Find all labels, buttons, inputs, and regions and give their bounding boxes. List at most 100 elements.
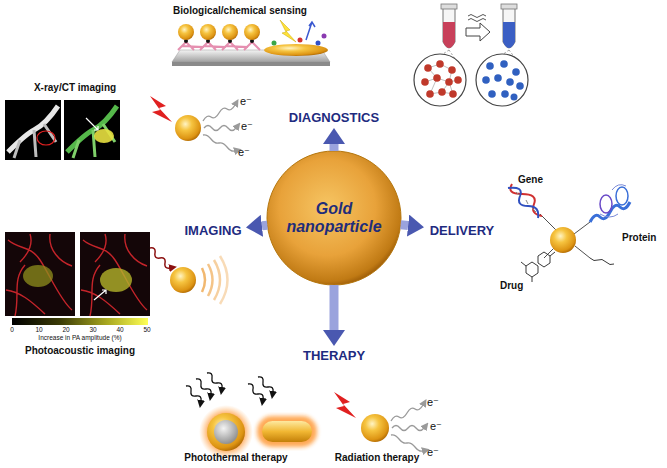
ct-panel <box>64 100 120 160</box>
dna-rungs <box>516 192 536 212</box>
blue-particle <box>501 90 509 98</box>
analyte-dot <box>316 41 321 46</box>
pointer-arrow <box>86 118 98 130</box>
cargo-label: Drug <box>500 280 530 291</box>
ct-images <box>5 96 236 160</box>
gold-sphere <box>178 24 194 40</box>
node-text: DIAGNOSTICS <box>289 111 379 125</box>
tube-cap <box>501 4 517 9</box>
blue-particle <box>488 90 496 98</box>
red-particle <box>448 66 456 74</box>
electron-wave <box>391 405 423 421</box>
red-particle <box>438 88 446 96</box>
gold-nanorod <box>262 421 312 442</box>
hollow-arrow <box>466 23 490 41</box>
xray-bolt <box>150 96 172 122</box>
red-particle <box>421 78 429 86</box>
connector-arrow <box>262 221 267 231</box>
node-text: IMAGING <box>184 224 241 238</box>
analyte-dot <box>322 34 327 39</box>
blood-vessels <box>81 234 147 316</box>
linker-chain <box>590 258 614 265</box>
electron-label: e⁻ <box>240 95 256 107</box>
drug-bonds <box>521 252 555 282</box>
heat-glow <box>257 416 317 447</box>
electron-wave <box>392 426 424 431</box>
gold-sphere <box>222 24 238 40</box>
protein-loop <box>600 185 626 217</box>
test-tube <box>503 8 515 48</box>
pa-panel <box>5 232 75 316</box>
scale-tick: 20 <box>58 326 74 333</box>
gold-sphere <box>170 267 196 293</box>
photothermal-illustration <box>186 373 317 459</box>
scale-tick: 50 <box>139 326 155 333</box>
dna-strand <box>508 188 538 218</box>
tube-liquid <box>503 22 515 48</box>
zoom-circle <box>414 54 466 106</box>
category-label: DELIVERY <box>424 221 500 241</box>
gold-sphere <box>361 414 389 442</box>
aggregated-particles <box>421 60 462 98</box>
analyte-dot <box>272 41 277 46</box>
test-tube <box>443 8 455 48</box>
scale-tick: 30 <box>85 326 101 333</box>
zoom-circle <box>476 54 528 106</box>
xray-bolt <box>334 392 356 418</box>
electron-wave <box>203 135 235 151</box>
blue-particle <box>494 74 502 82</box>
red-particle <box>426 90 434 98</box>
bone-shape <box>73 124 115 158</box>
cargo-label: Gene <box>518 174 558 185</box>
connector-arrow <box>401 220 408 230</box>
radiation-illustration <box>334 392 424 451</box>
red-particle <box>454 76 462 84</box>
section-label: Biological/chemical sensing <box>160 5 320 16</box>
light-wave <box>207 373 222 388</box>
laser-wave <box>150 248 170 268</box>
pa-panel <box>80 232 150 316</box>
scale-tick: 10 <box>31 326 47 333</box>
gold-nanoparticle-circle <box>267 151 401 285</box>
tether-lines <box>540 214 590 258</box>
blue-particle <box>500 60 508 68</box>
bone-shape <box>67 106 117 152</box>
electron-wave <box>203 105 235 121</box>
electron-wave <box>204 126 236 131</box>
pointer-arrow <box>94 290 106 300</box>
photoacoustic-images <box>5 232 228 325</box>
protein-helix <box>616 187 628 205</box>
section-label: Photoacoustic imaging <box>10 345 150 356</box>
center-particle: Gold nanoparticle <box>266 150 402 286</box>
section-label: Photothermal therapy <box>176 452 296 463</box>
tumor-signal <box>100 268 132 292</box>
bone-shape <box>14 124 56 158</box>
gold-sphere <box>200 24 216 40</box>
tumor-circle <box>37 131 55 145</box>
light-beam <box>280 20 296 42</box>
red-particle <box>445 78 453 86</box>
electron-label: e⁻ <box>427 396 443 408</box>
blue-particle <box>486 62 494 70</box>
blood-vessels <box>6 234 72 316</box>
electron-label: e⁻ <box>241 120 257 132</box>
scale-tick: 40 <box>112 326 128 333</box>
light-wave <box>186 386 201 401</box>
red-particle <box>449 90 457 98</box>
gold-shell <box>207 413 245 451</box>
red-particle <box>424 64 432 72</box>
electron-wave <box>391 435 423 451</box>
blue-particle <box>506 78 514 86</box>
light-wave <box>258 377 273 392</box>
connector-arrow <box>330 144 339 151</box>
tube-liquid <box>443 22 455 48</box>
blue-particle <box>516 82 524 90</box>
drug-ring <box>538 252 550 267</box>
electron-label: e⁻ <box>430 420 446 432</box>
electron-label: e⁻ <box>427 446 443 458</box>
blue-particle <box>511 94 518 101</box>
node-text: Gold nanoparticle <box>278 200 390 235</box>
red-particle <box>433 74 441 82</box>
tumor-signal <box>23 265 53 287</box>
